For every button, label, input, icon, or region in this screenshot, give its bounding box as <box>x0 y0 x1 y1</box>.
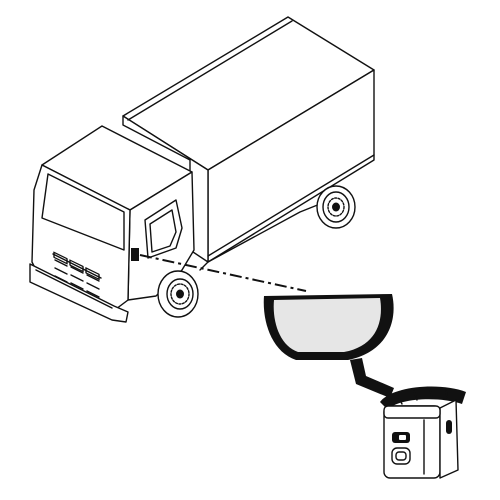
cargo-box-side-edge <box>207 154 375 257</box>
truck-cab <box>29 125 195 323</box>
camera-side <box>439 399 459 479</box>
rear-wheel <box>316 185 356 229</box>
windshield <box>41 173 125 251</box>
front-wheel <box>157 270 199 318</box>
side-mirror-icon <box>263 294 394 398</box>
box-truck-icon <box>29 16 375 323</box>
cargo-box-top-edge <box>127 20 293 121</box>
mirror-arm <box>350 358 394 398</box>
camera-band <box>380 386 466 410</box>
connector-dashed-line <box>139 254 307 292</box>
camera-lens <box>391 447 411 465</box>
instant-camera-icon <box>380 386 466 479</box>
camera-side-button <box>446 420 452 434</box>
mirror-glass <box>273 298 381 352</box>
mirror-mount <box>131 248 139 261</box>
